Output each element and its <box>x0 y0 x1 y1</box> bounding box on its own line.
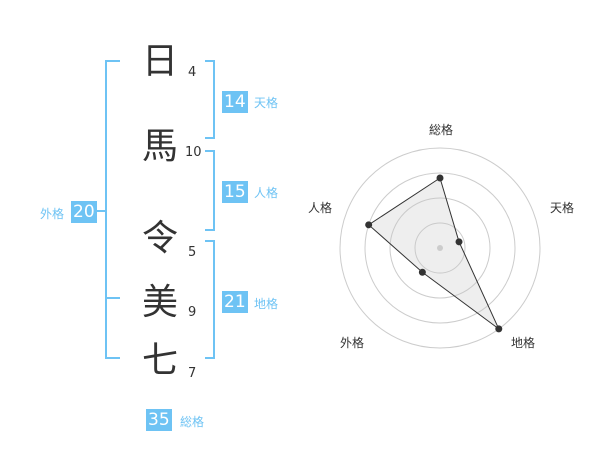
tenkaku-badge: 14 <box>222 91 248 113</box>
radar-point-1 <box>436 174 444 182</box>
jinkaku-badge: 15 <box>222 181 248 203</box>
radar-point-2 <box>455 238 463 246</box>
radar-label-gaikaku: 外格 <box>340 336 365 350</box>
stroke-count-2: 10 <box>185 145 202 160</box>
radar-label-tenkaku: 天格 <box>550 201 575 215</box>
radar-ring-3 <box>364 172 516 324</box>
chikaku-badge: 21 <box>222 291 248 313</box>
outer-bracket-stem <box>95 210 105 212</box>
stroke-count-1: 4 <box>188 65 197 80</box>
name-char-5: 七 <box>141 340 178 381</box>
radar-point-4 <box>418 268 426 276</box>
jinkaku-label: 人格 <box>254 186 279 200</box>
chikaku-bracket-spine <box>213 240 215 359</box>
gaikaku-badge: 20 <box>71 201 97 223</box>
tenkaku-label: 天格 <box>254 96 279 110</box>
chikaku-label: 地格 <box>254 297 279 311</box>
jinkaku-bracket-bottom <box>205 229 215 231</box>
chikaku-bracket-bottom <box>205 357 215 359</box>
name-char-2: 馬 <box>141 126 178 167</box>
radar-point-3 <box>495 325 503 333</box>
stroke-count-3: 5 <box>188 245 197 260</box>
outer-bracket-bottom <box>105 357 120 359</box>
radar-polygon <box>367 177 500 330</box>
outer-bracket-mid <box>105 297 120 299</box>
stroke-count-4: 9 <box>188 305 197 320</box>
jinkaku-bracket-top <box>205 150 215 152</box>
chikaku-bracket-top <box>205 240 215 242</box>
radar-label-soukaku: 総格 <box>429 123 454 137</box>
tenkaku-bracket-top <box>205 60 215 62</box>
radar-ring-2 <box>389 197 491 299</box>
stroke-count-5: 7 <box>188 366 197 381</box>
name-char-4: 美 <box>141 282 178 323</box>
jinkaku-bracket-spine <box>213 150 215 231</box>
radar-label-chikaku: 地格 <box>511 336 536 350</box>
tenkaku-bracket-bottom <box>205 137 215 139</box>
tenkaku-bracket-spine <box>213 60 215 139</box>
radar-ring-4 <box>339 147 541 349</box>
soukaku-badge: 35 <box>146 409 172 431</box>
name-char-3: 令 <box>141 218 178 259</box>
gaikaku-label: 外格 <box>40 207 65 221</box>
radar-point-5 <box>365 221 373 229</box>
radar-label-jinkaku: 人格 <box>308 201 333 215</box>
soukaku-label: 総格 <box>180 415 205 429</box>
radar-center-dot <box>437 245 443 251</box>
radar-ring-1 <box>414 222 466 274</box>
name-char-1: 日 <box>141 41 178 82</box>
outer-bracket-spine <box>105 60 107 358</box>
outer-bracket-top <box>105 60 120 62</box>
